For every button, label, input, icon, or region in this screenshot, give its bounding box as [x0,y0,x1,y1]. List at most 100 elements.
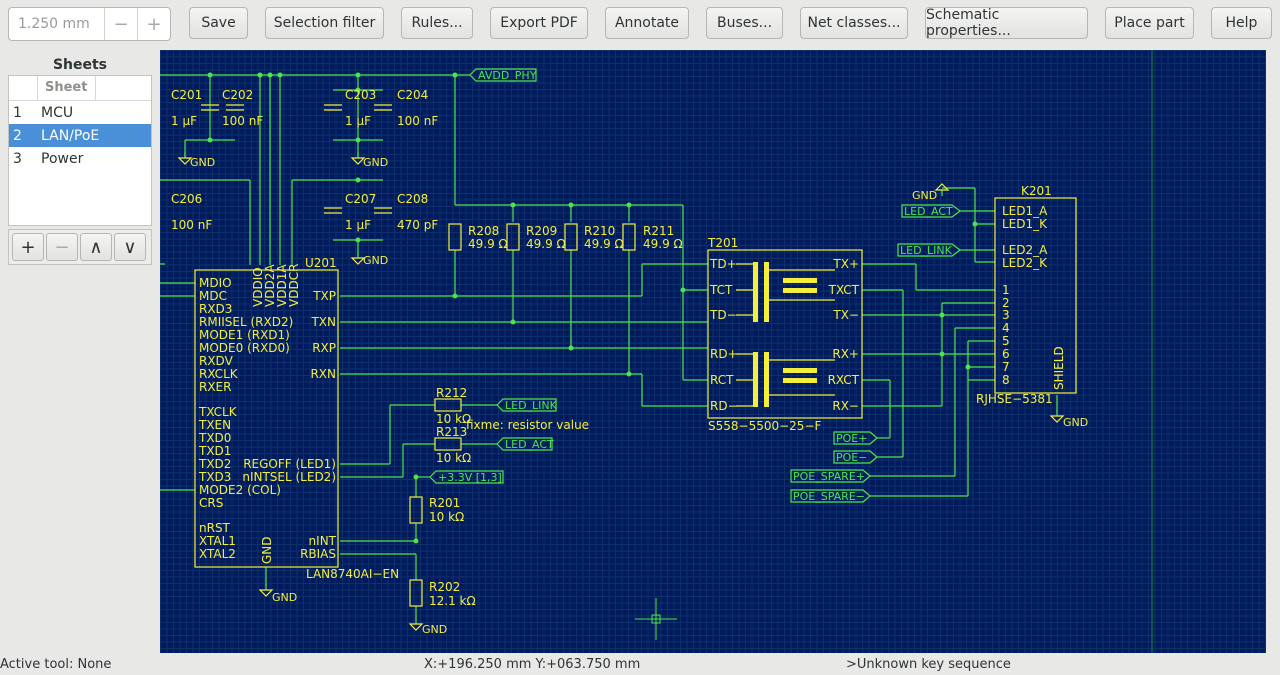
sheet-row-mcu[interactable]: 1 MCU [9,101,151,124]
c201-ref: C201 [171,88,202,102]
net-label-poe-spare-minus: POE_SPARE− [793,490,865,503]
t201-ref: T201 [707,236,738,250]
t201-pin: TD− [709,308,737,322]
u201-pin: TXP [312,289,336,303]
c208-val: 470 pF [397,218,438,232]
t201-pin: RX− [832,399,859,413]
u201-pin: MDC [199,289,227,303]
u201-pin: TXEN [198,418,231,432]
schematic-canvas[interactable]: C201 1 μF C202 100 nF C203 1 μF C204 100… [160,50,1266,653]
buses-button[interactable]: Buses... [706,7,783,39]
net-label-poe-spare-plus: POE_SPARE+ [793,470,865,483]
r210-val: 49.9 Ω [584,237,624,251]
active-tool-status: Active tool: None [0,657,112,672]
t201-pin: RD+ [710,347,738,361]
sheet-number: 2 [13,127,22,144]
u201-pin: TXD0 [198,431,231,445]
c203-ref: C203 [345,88,376,102]
sheets-title: Sheets [52,57,108,73]
c206-val: 100 nF [171,218,212,232]
gnd-label: GND [1063,416,1088,429]
k201-pin: 4 [1002,321,1010,335]
add-sheet-button[interactable]: + [12,233,44,261]
r209-ref: R209 [526,224,557,238]
u201-pin: RXN [310,367,336,381]
selection-filter-button[interactable]: Selection filter [265,7,384,39]
u201-pin: TXD1 [198,444,231,458]
sheets-list[interactable]: Sheet 1 MCU 2 LAN/PoE 3 Power [8,75,152,226]
c202-val: 100 nF [222,114,263,128]
u201-pin: TXCLK [198,405,238,419]
k201-pin: 2 [1002,296,1010,310]
cursor-coordinates: X:+196.250 mm Y:+063.750 mm [424,657,641,672]
u201-pin: TXD3 [198,470,231,484]
t201-pin: RD− [710,399,738,413]
u201-pin: VDDIO [251,267,265,307]
export-pdf-button[interactable]: Export PDF [490,7,588,39]
t201-pin: RX+ [832,347,859,361]
u201-pin: RBIAS [300,547,336,561]
k201-pin: 1 [1002,283,1010,297]
grid-size-value[interactable]: 1.250 mm [18,16,90,32]
help-button[interactable]: Help [1211,7,1272,39]
rules-button[interactable]: Rules... [401,7,473,39]
grid-decrease-button[interactable]: − [104,8,137,40]
schematic-properties-button[interactable]: Schematic properties... [925,7,1088,39]
net-label-led-link: LED_LINK [505,399,558,412]
c206-ref: C206 [171,192,202,206]
gnd-label: GND [363,156,388,169]
net-classes-button[interactable]: Net classes... [800,7,908,39]
sheet-name: LAN/PoE [41,127,100,144]
annotate-button[interactable]: Annotate [605,7,689,39]
c204-ref: C204 [397,88,428,102]
u201-pin: nINT [309,534,337,548]
schematic-drawing: C201 1 μF C202 100 nF C203 1 μF C204 100… [160,50,1153,653]
u201-pin: VDD1A [275,264,289,307]
u201-pin: XTAL1 [199,534,236,548]
c201-val: 1 μF [171,114,197,128]
k201-pin: 8 [1002,373,1010,387]
sheet-number: 1 [13,104,22,121]
grid-increase-button[interactable]: + [137,8,170,40]
move-sheet-up-button[interactable]: ∧ [80,233,112,261]
c207-val: 1 μF [345,218,371,232]
u201-pin: MODE1 (RXD1) [199,328,290,342]
sheets-list-header: Sheet [9,76,151,101]
u201-pin: RMIISEL (RXD2) [199,315,293,329]
sheet-row-power[interactable]: 3 Power [9,147,151,170]
net-label-3v3: +3.3V [1,3] [438,471,502,484]
u201-pin: MODE2 (COL) [199,483,281,497]
k201-pin: 3 [1002,308,1010,322]
k201-pin: LED1_A [1002,204,1048,218]
place-part-button[interactable]: Place part [1105,7,1194,39]
u201-pin: MDIO [199,276,232,290]
gnd-label: GND [912,189,937,202]
sheet-column-header[interactable]: Sheet [38,76,96,100]
sheet-row-lan-poe[interactable]: 2 LAN/PoE [9,124,151,147]
r201-val: 10 kΩ [429,510,464,524]
u201-pin: CRS [199,496,223,510]
k201-ref: K201 [1021,184,1052,198]
k201-pin: LED1_K [1002,217,1048,231]
sheet-number: 3 [13,150,22,167]
t201-pin: TD+ [709,257,737,271]
move-sheet-down-button[interactable]: ∨ [114,233,146,261]
u201-pin: MODE0 (RXD0) [199,341,290,355]
r212-ref: R212 [436,386,467,400]
save-button[interactable]: Save [189,7,248,39]
u201-ref: U201 [305,256,337,270]
vertical-scrollbar[interactable] [1266,50,1280,653]
r208-ref: R208 [468,224,499,238]
u201-pin: TXN [310,315,336,329]
fixme-note: fixme: resistor value [466,418,589,432]
c203-val: 1 μF [345,114,371,128]
r213-val: 10 kΩ [436,451,471,465]
t201-pin: TX− [832,308,859,322]
remove-sheet-button[interactable]: − [46,233,78,261]
u201-pin: VDDCR [287,264,301,307]
u201-pin: RXER [199,380,231,394]
grid-size-spinbox[interactable]: 1.250 mm − + [8,7,171,41]
u201-value: LAN8740AI−EN [306,567,399,581]
t201-value: S558−5500−25−F [708,419,821,433]
net-label-led-act: LED_ACT [505,438,554,451]
